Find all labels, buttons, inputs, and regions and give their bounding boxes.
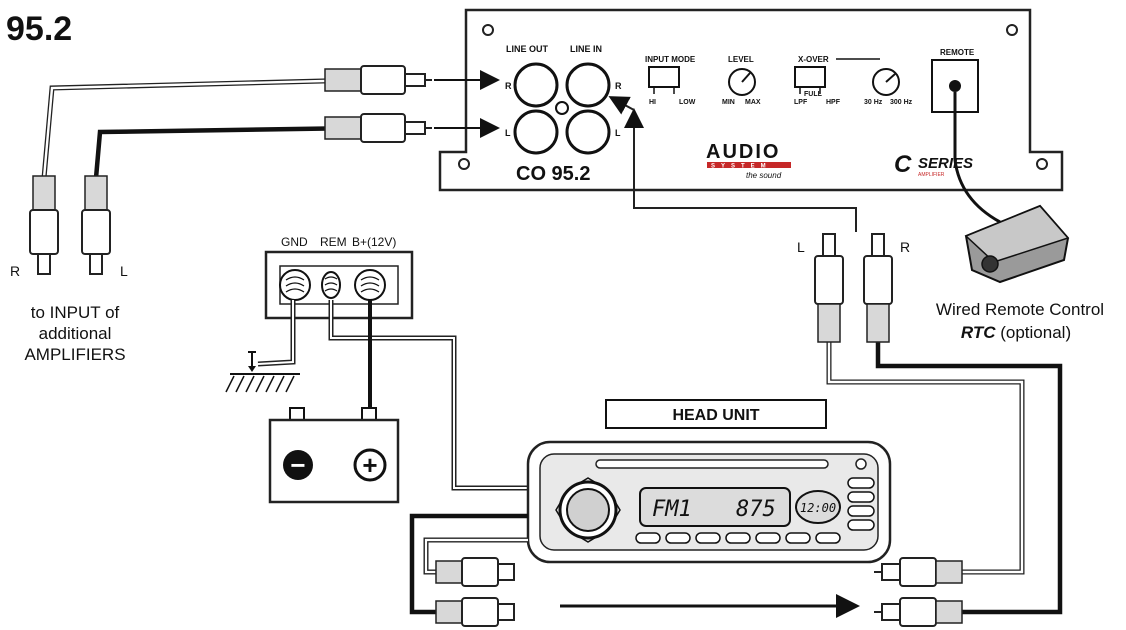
preset-button[interactable] — [665, 532, 691, 544]
svg-text:SERIES: SERIES — [918, 155, 973, 172]
model-number: 95.2 — [6, 10, 72, 48]
rca-plug-output-r — [29, 175, 59, 275]
head-unit-rca-cables: L R — [608, 96, 1063, 627]
battery: − + — [268, 407, 400, 504]
ground-connection — [225, 300, 300, 393]
svg-text:SYSTEM: SYSTEM — [711, 164, 772, 170]
battery-minus-icon — [283, 450, 313, 480]
battery-plus-icon — [353, 448, 387, 482]
rem-label: REM — [320, 235, 347, 249]
amp-r-label-right: R — [615, 81, 622, 91]
display-clock: 12:00 — [800, 501, 836, 515]
rca-plug-output-l — [81, 175, 111, 275]
line-in-r-socket[interactable] — [565, 62, 611, 108]
audio-system-logo: AUDIO SYSTEM the sound — [706, 141, 791, 180]
freq-high-label: 300 Hz — [890, 99, 913, 106]
amp-l-label-left: L — [505, 128, 511, 138]
full-label: FULL — [804, 91, 823, 98]
output-r-label: R — [10, 263, 20, 279]
lpf-label: LPF — [794, 99, 808, 106]
head-unit: HEAD UNIT FM1 875 12:00 — [526, 399, 892, 564]
eject-button[interactable] — [855, 458, 867, 470]
input-mode-label: INPUT MODE — [645, 55, 696, 64]
preset-button[interactable] — [695, 532, 721, 544]
svg-text:+: + — [362, 450, 377, 480]
rca-plug-bottom-right-2 — [874, 597, 963, 627]
hpf-label: HPF — [826, 99, 841, 106]
remote-control: Wired Remote Control RTC (optional) — [936, 92, 1104, 342]
rca-plug-bottom-left-1 — [435, 557, 515, 587]
rem-screw[interactable] — [321, 271, 341, 299]
line-out-r-socket[interactable] — [513, 62, 559, 108]
remote-caption-line1: Wired Remote Control — [936, 300, 1104, 319]
output-caption-line2: additional — [39, 324, 112, 343]
svg-text:AUDIO: AUDIO — [706, 141, 780, 163]
max-label: MAX — [745, 99, 761, 106]
svg-text:the sound: the sound — [746, 171, 782, 180]
head-unit-title: HEAD UNIT — [672, 407, 759, 424]
cd-slot[interactable] — [595, 459, 829, 469]
head-unit-title-box — [605, 399, 827, 429]
preset-button[interactable] — [815, 532, 841, 544]
line-out-cables: R L to INPUT of additional AMPLIFIERS — [10, 65, 500, 364]
gnd-screw[interactable] — [279, 269, 311, 301]
rca-plug-line-out-r — [324, 65, 432, 95]
freq-low-label: 30 Hz — [864, 99, 883, 106]
svg-text:C: C — [894, 151, 912, 178]
side-button[interactable] — [847, 491, 875, 503]
bplus-label: B+(12V) — [352, 235, 396, 249]
preset-button[interactable] — [635, 532, 661, 544]
side-button[interactable] — [847, 505, 875, 517]
xover-switch[interactable] — [794, 66, 826, 88]
amp-r-label-left: R — [505, 81, 512, 91]
head-unit-l-label: L — [797, 239, 805, 255]
output-caption-line1: to INPUT of — [31, 303, 120, 322]
preset-button[interactable] — [785, 532, 811, 544]
amplifier-panel: LINE OUT LINE IN R L R L CO 95.2 INPUT M… — [438, 8, 1064, 192]
output-l-label: L — [120, 263, 128, 279]
input-mode-switch[interactable] — [648, 66, 680, 88]
xover-label: X-OVER — [798, 55, 829, 64]
display-frequency: 875 — [736, 497, 776, 522]
svg-text:AMPLIFIER: AMPLIFIER — [918, 172, 945, 178]
clock-display — [795, 490, 841, 524]
output-caption-line3: AMPLIFIERS — [24, 345, 125, 364]
power-terminal: GND REM B+(12V) — [264, 235, 414, 320]
line-in-l-socket[interactable] — [565, 109, 611, 155]
preset-button[interactable] — [755, 532, 781, 544]
remote-label: REMOTE — [940, 48, 975, 57]
remote-caption-line2: RTC (optional) — [961, 323, 1071, 342]
side-button[interactable] — [847, 477, 875, 489]
preset-button[interactable] — [725, 532, 751, 544]
display-band: FM1 — [652, 497, 692, 522]
rca-plug-line-out-l — [324, 113, 432, 143]
hi-label: HI — [649, 99, 656, 106]
rca-plug-head-unit-l — [814, 233, 844, 343]
gnd-label: GND — [281, 235, 308, 249]
c-series-logo: C SERIES AMPLIFIER — [894, 151, 973, 178]
line-out-label: LINE OUT — [506, 44, 549, 54]
bplus-screw[interactable] — [354, 269, 386, 301]
svg-text:−: − — [290, 450, 305, 480]
head-unit-rear-rca — [409, 513, 860, 627]
low-label: LOW — [679, 99, 696, 106]
amp-l-label-right: L — [615, 128, 621, 138]
side-button[interactable] — [847, 519, 875, 531]
head-unit-r-label: R — [900, 239, 910, 255]
head-unit-display — [639, 487, 791, 527]
amplifier-model-label: CO 95.2 — [516, 163, 590, 185]
rca-plug-head-unit-r — [863, 233, 893, 343]
line-in-label: LINE IN — [570, 44, 602, 54]
level-label: LEVEL — [728, 55, 754, 64]
line-out-l-socket[interactable] — [513, 109, 559, 155]
rca-plug-bottom-left-2 — [435, 597, 515, 627]
rca-plug-bottom-right-1 — [874, 557, 963, 587]
min-label: MIN — [722, 99, 735, 106]
remote-turn-on-wire — [330, 300, 528, 489]
